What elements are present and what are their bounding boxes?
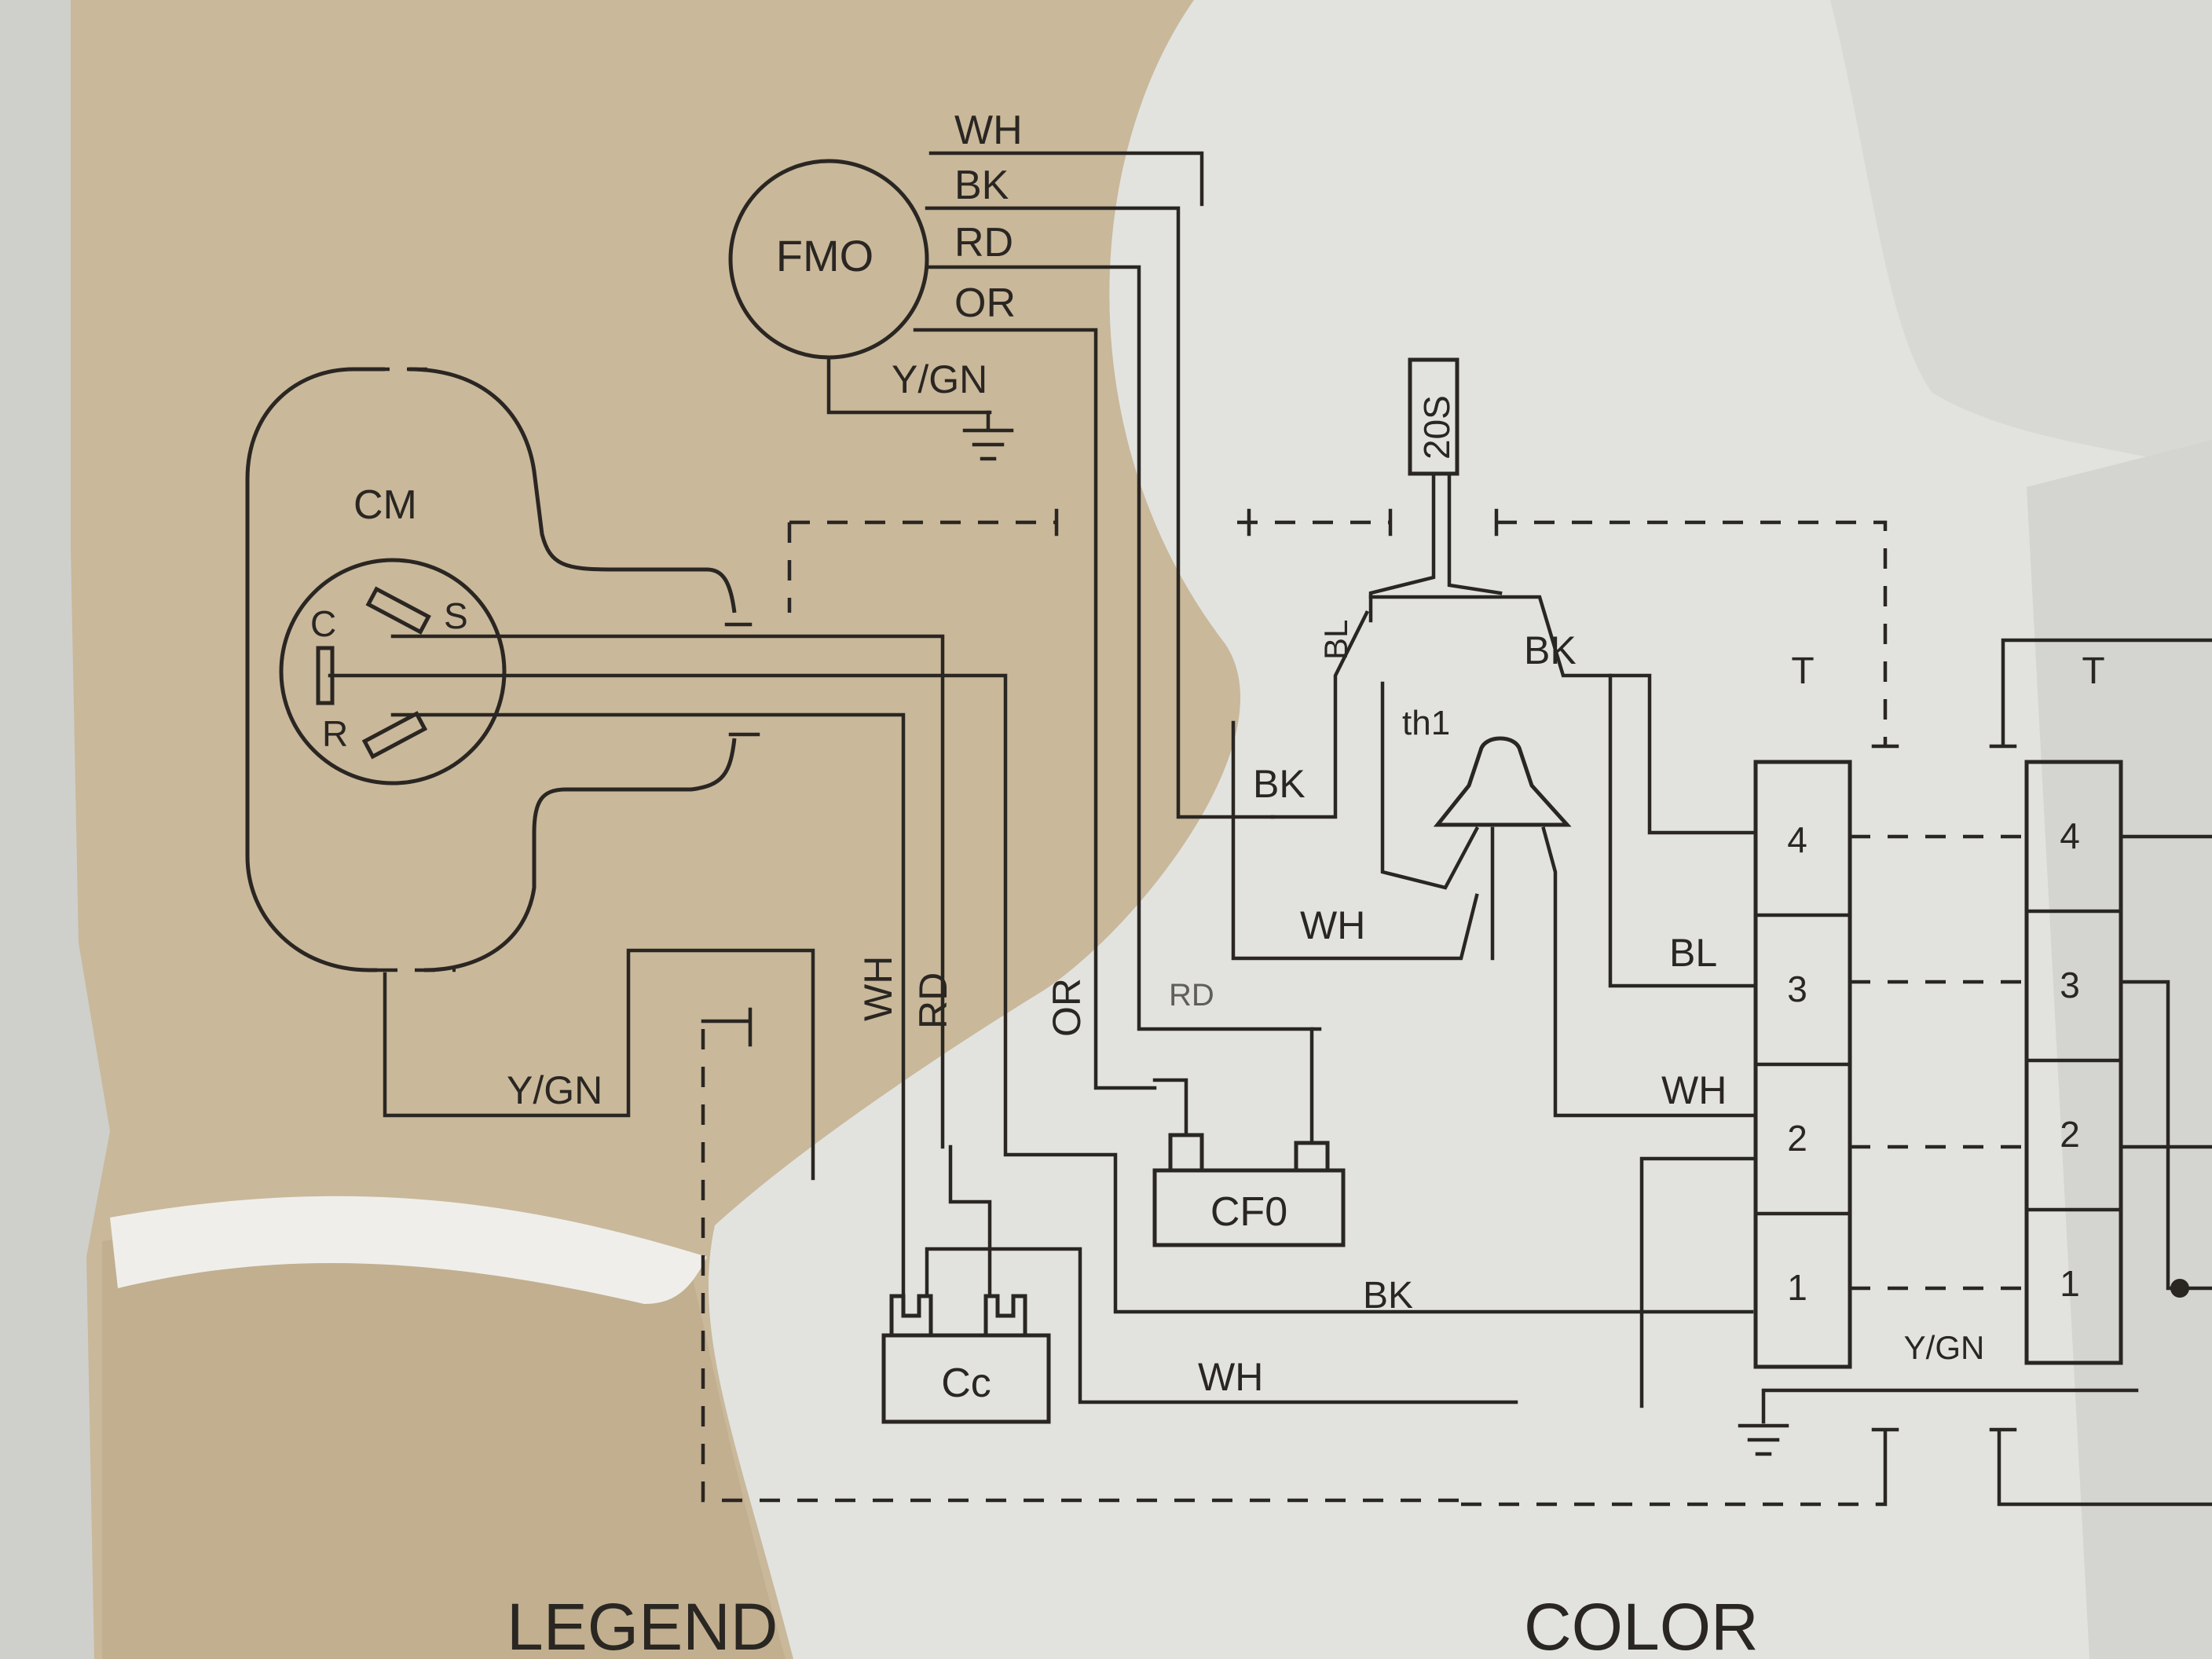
label-fan-ygn: Y/GN: [892, 357, 987, 401]
compressor-body-left: [245, 367, 385, 972]
label-fan-or: OR: [954, 280, 1016, 326]
ground-symbol-bottom: [1738, 1423, 1789, 1456]
thermistor: th1: [1380, 681, 1758, 1118]
wire-comp-s: [390, 634, 945, 1149]
fan-capacitor-label: CF0: [1210, 1189, 1287, 1235]
ground-symbol-fan: [962, 410, 1014, 461]
label-wh-t2: WH: [1661, 1068, 1727, 1112]
paper-white-torn: [709, 0, 2212, 1659]
label-fan-bk: BK: [954, 163, 1009, 208]
thermistor-bell: [1433, 736, 1572, 827]
label-bl-t3: BL: [1669, 931, 1717, 975]
wire-fan-or: [913, 328, 1157, 1090]
label-vert-rd: RD: [911, 972, 955, 1029]
junction-dot: [2170, 1279, 2189, 1298]
color-heading: COLOR: [1524, 1590, 1759, 1659]
compressor-body-top: [408, 367, 737, 613]
label-bl-partial: BL: [1317, 620, 1354, 660]
label-bk-left: BK: [1253, 762, 1306, 806]
compressor: CM C S R: [245, 367, 737, 972]
fan-capacitor: CF0: [1152, 1027, 1346, 1247]
wire-fan-wh: [928, 151, 1204, 207]
fan-motor-label: FMO: [776, 231, 873, 280]
label-fan-wh: WH: [954, 108, 1023, 153]
wire-comp-r: [390, 712, 906, 1298]
label-rd-partial: RD: [1169, 978, 1214, 1013]
paper-lower-tan: [102, 1225, 786, 1659]
wire-bl-t3: [1608, 673, 1758, 988]
terminal-right-3: 3: [2060, 965, 2080, 1005]
label-comp-ygn: Y/GN: [507, 1068, 602, 1112]
compressor-label: CM: [353, 482, 417, 528]
compressor-capacitor: Cc: [881, 1144, 1518, 1424]
compressor-capacitor-box: [881, 1333, 1051, 1424]
terminal-right-2: 2: [2060, 1114, 2080, 1155]
terminal-left-1: 1: [1787, 1267, 1807, 1308]
reversing-valve-label: 20S: [1416, 395, 1457, 460]
label-bk-bottom: BK: [1363, 1275, 1413, 1317]
terminal-left-4: 4: [1787, 819, 1807, 860]
reversing-valve: 20S: [1237, 357, 1899, 749]
thermistor-label: th1: [1402, 704, 1450, 742]
wire-fan-ygn: [826, 355, 992, 415]
label-vert-or: OR: [1045, 978, 1089, 1037]
terminal-right-1: 1: [2060, 1263, 2080, 1304]
fan-capacitor-box: [1152, 1168, 1346, 1247]
terminal-links: [1850, 834, 2027, 1291]
label-wh-bottom: WH: [1198, 1355, 1263, 1399]
label-wh-mid: WH: [1300, 903, 1365, 947]
terminal-block-right: T 4 3 2 1: [1989, 638, 2212, 1365]
terminal-left-3: 3: [1787, 969, 1807, 1009]
wire-fan-bk: [925, 206, 1275, 819]
terminal-block-left: T 4 3 2 1: [1753, 650, 1852, 1369]
terminal-s-pin: [365, 586, 431, 635]
terminal-block-right-label: T: [2082, 650, 2104, 692]
terminal-right-4: 4: [2060, 815, 2080, 856]
label-ground-ygn: Y/GN: [1904, 1329, 1985, 1366]
compressor-terminal-circle: [279, 558, 507, 786]
label-vert-wh: WH: [856, 956, 900, 1021]
terminal-r-pin: [361, 711, 428, 760]
label-bk-valve: BK: [1524, 628, 1577, 672]
torn-edge-highlight: [110, 1196, 707, 1304]
terminal-block-left-label: T: [1791, 650, 1814, 692]
paper-peel-corner: [1830, 0, 2212, 471]
wire-fan-rd: [925, 265, 1322, 1031]
terminal-r-label: R: [322, 713, 348, 754]
terminal-s-label: S: [444, 595, 468, 636]
wire-comp-ygn: [383, 948, 815, 1181]
legend-heading: LEGEND: [507, 1590, 778, 1659]
compressor-capacitor-label: Cc: [941, 1361, 991, 1406]
wire-bk-valve: [1368, 595, 1758, 835]
terminal-c-label: C: [310, 603, 336, 644]
compressor-body-bottom: [423, 738, 737, 972]
terminal-left-2: 2: [1787, 1118, 1807, 1159]
wire-comp-c: [328, 673, 1754, 1314]
label-fan-rd: RD: [954, 220, 1013, 266]
